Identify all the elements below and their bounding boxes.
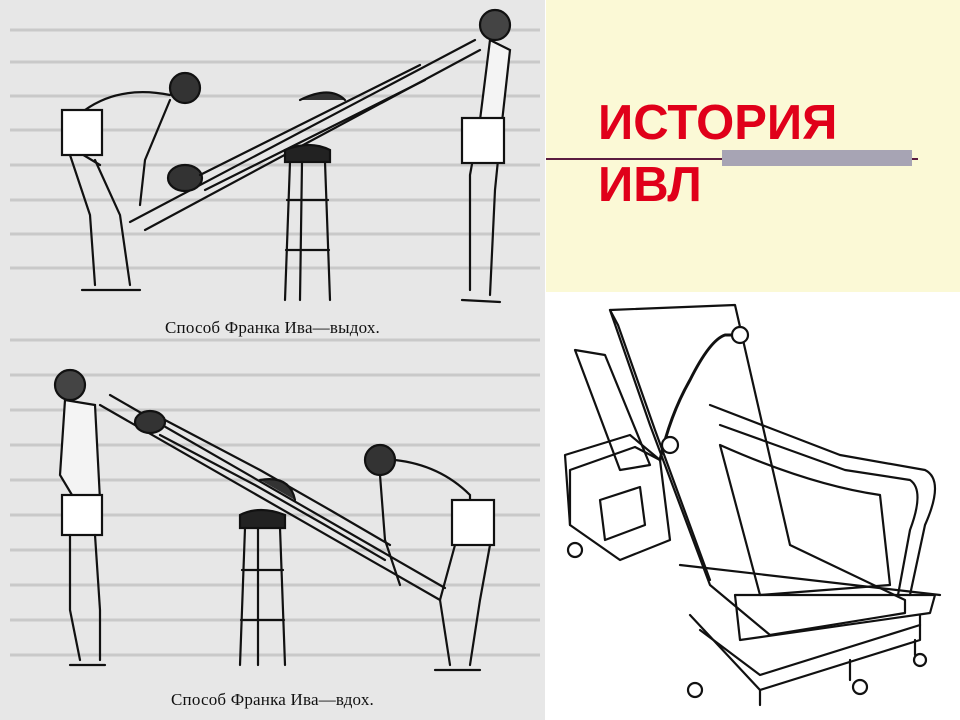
scanned-book-page: Способ Франка Ива—выдох. <box>0 0 545 720</box>
slide-title-line-1: ИСТОРИЯ <box>598 96 838 150</box>
slide-title: ИСТОРИЯ ИВЛ <box>598 92 938 216</box>
slide-title-line-2: ИВЛ <box>598 158 702 212</box>
exhale-illustration <box>60 8 512 304</box>
rocking-bed-ventilator-illustration <box>563 303 942 707</box>
caption-inhale: Способ Франка Ива—вдох. <box>171 690 374 709</box>
caption-exhale: Способ Франка Ива—выдох. <box>164 318 381 337</box>
inhale-illustration <box>53 368 496 672</box>
title-accent-bar <box>722 150 912 166</box>
title-panel <box>546 0 960 292</box>
